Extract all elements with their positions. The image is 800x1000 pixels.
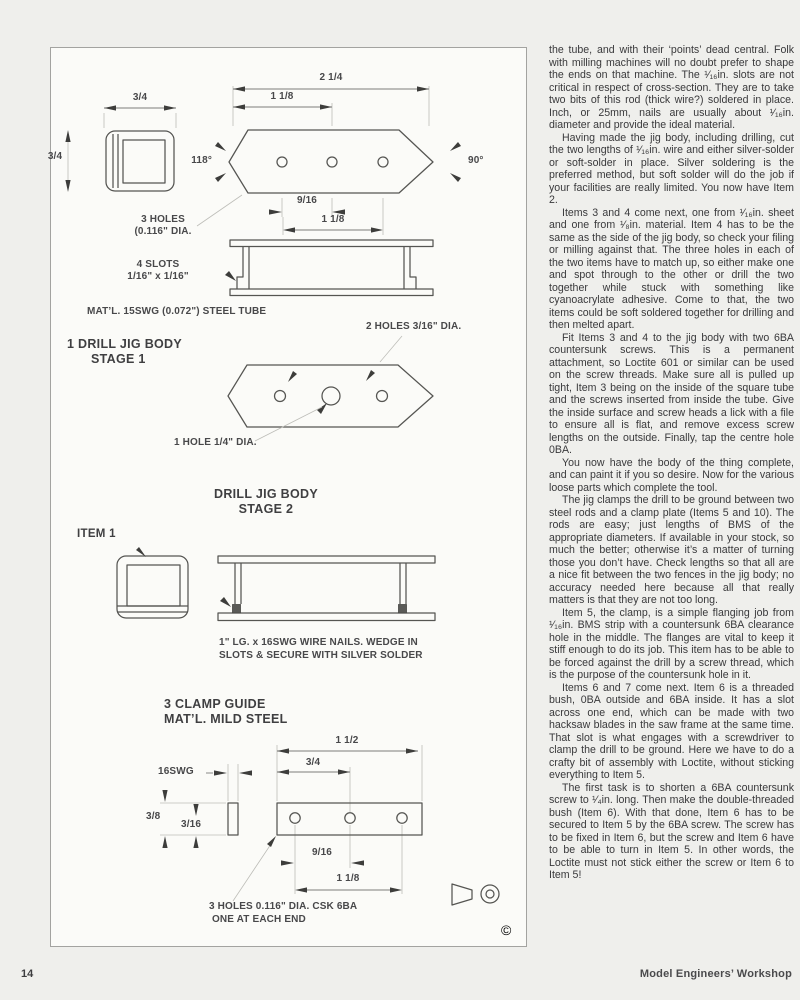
gauge-label: 16SWG bbox=[158, 766, 194, 777]
article-paragraph: Item 5, the clamp, is a simple flanging … bbox=[549, 606, 794, 682]
csk-holes-note-line1: 3 HOLES 0.116" DIA. CSK 6BA bbox=[209, 901, 358, 912]
article-paragraph: Having made the jig body, including dril… bbox=[549, 131, 794, 207]
slots-label-line2: 1/16" x 1/16" bbox=[127, 271, 189, 282]
article-paragraph: the tube, and with their ‘points’ dead c… bbox=[549, 44, 794, 131]
holes3-label-line2: (0.116" DIA. bbox=[134, 226, 192, 237]
article-paragraph: You now have the body of the thing compl… bbox=[549, 456, 794, 494]
dim-tube-width: 3/4 bbox=[132, 92, 148, 103]
csk-holes-note-line2: ONE AT EACH END bbox=[212, 914, 306, 925]
holes3-label-line1: 3 HOLES bbox=[141, 214, 185, 225]
nails-note-line1: 1" LG. x 16SWG WIRE NAILS. WEDGE IN bbox=[219, 637, 418, 648]
dim-hole-span-cg: 1 1/8 bbox=[336, 873, 360, 884]
article-text-column: the tube, and with their ‘points’ dead c… bbox=[549, 44, 794, 882]
angle-left-label: 118° bbox=[191, 155, 212, 166]
copyright-symbol: © bbox=[501, 922, 512, 938]
stage1-subtitle: STAGE 1 bbox=[91, 352, 146, 366]
hole-label-s2: 1 HOLE 1/4" DIA. bbox=[174, 437, 257, 448]
stage2-title: DRILL JIG BODY bbox=[214, 487, 318, 501]
article-paragraph: Fit Items 3 and 4 to the jig body with t… bbox=[549, 331, 794, 457]
dim-hole-span-s1: 1 1/8 bbox=[321, 214, 345, 225]
stage2-subtitle: STAGE 2 bbox=[238, 502, 294, 516]
dim-hole-spacing-s1: 9/16 bbox=[296, 195, 318, 206]
dim-tube-height: 3/4 bbox=[47, 151, 63, 162]
article-paragraph: Items 3 and 4 come next, one from ¹⁄₁₆in… bbox=[549, 206, 794, 332]
article-paragraph: Items 6 and 7 come next. Item 6 is a thr… bbox=[549, 681, 794, 782]
dim-plate-half-height: 3/16 bbox=[181, 819, 202, 830]
dim-plate-height: 3/8 bbox=[146, 811, 161, 822]
holes2-label: 2 HOLES 3/16" DIA. bbox=[366, 321, 462, 332]
angle-right-label: 90° bbox=[468, 155, 484, 166]
clamp-guide-material: MAT’L. MILD STEEL bbox=[164, 712, 288, 726]
dim-hole-spacing-cg: 9/16 bbox=[311, 847, 333, 858]
journal-title: Model Engineers’ Workshop bbox=[639, 968, 792, 980]
dim-body-length: 2 1/4 bbox=[319, 72, 343, 83]
dim-half-length: 1 1/8 bbox=[270, 91, 294, 102]
article-paragraph: The first task is to shorten a 6BA count… bbox=[549, 781, 794, 882]
material-note-s1: MAT’L. 15SWG (0.072") STEEL TUBE bbox=[87, 306, 267, 317]
article-paragraph: The jig clamps the drill to be ground be… bbox=[549, 494, 794, 606]
page-number: 14 bbox=[21, 968, 34, 980]
slots-label-line1: 4 SLOTS bbox=[136, 259, 180, 270]
clamp-guide-title: 3 CLAMP GUIDE bbox=[164, 697, 266, 711]
dim-plate-half: 3/4 bbox=[305, 757, 321, 768]
dim-plate-length: 1 1/2 bbox=[335, 735, 359, 746]
nails-note-line2: SLOTS & SECURE WITH SILVER SOLDER bbox=[219, 650, 423, 661]
stage1-title: 1 DRILL JIG BODY bbox=[67, 337, 183, 351]
item1-label: ITEM 1 bbox=[77, 528, 116, 540]
